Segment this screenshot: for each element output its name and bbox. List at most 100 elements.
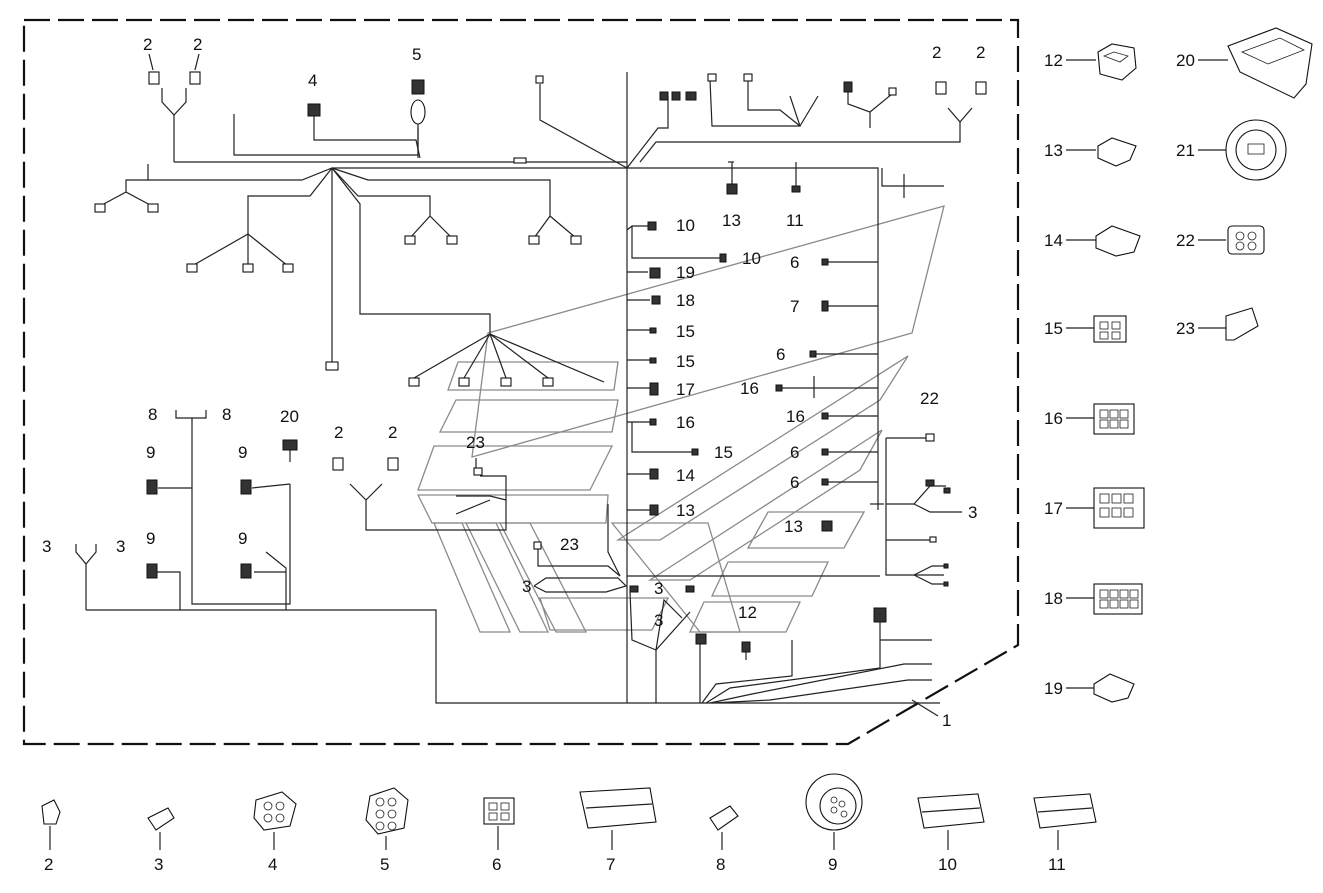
callout-3: 3 <box>522 577 531 596</box>
part-label-12: 12 <box>1044 51 1063 70</box>
harness-boundary <box>22 18 1020 746</box>
callout-3: 3 <box>116 537 125 556</box>
callout-2: 2 <box>143 35 152 54</box>
part-label-8: 8 <box>716 855 725 874</box>
callout-11: 11 <box>786 211 804 230</box>
callout-16: 16 <box>676 413 695 432</box>
connector-2 <box>148 71 160 85</box>
part-label-23: 23 <box>1176 319 1195 338</box>
connector-2 <box>935 81 947 95</box>
callout-6: 6 <box>790 443 799 462</box>
part-9-connector <box>805 773 863 831</box>
part-label-17: 17 <box>1044 499 1063 518</box>
part-label-13: 13 <box>1044 141 1063 160</box>
part-5-connector <box>365 787 409 835</box>
callout-10: 10 <box>676 216 695 235</box>
callout-9: 9 <box>146 529 155 548</box>
callout-3: 3 <box>42 537 51 556</box>
part-18-connector <box>1093 583 1143 615</box>
part-8-connector <box>709 805 739 831</box>
part-21-connector <box>1225 119 1287 181</box>
harness-wiring <box>75 72 973 704</box>
part-7-connector <box>579 787 657 829</box>
part-15-connector <box>1093 315 1127 343</box>
callout-9: 9 <box>146 443 155 462</box>
part-label-7: 7 <box>606 855 615 874</box>
callout-7: 7 <box>790 297 799 316</box>
part-label-18: 18 <box>1044 589 1063 608</box>
part-label-20: 20 <box>1176 51 1195 70</box>
callout-9: 9 <box>238 443 247 462</box>
callout-13: 13 <box>722 211 741 230</box>
part-label-6: 6 <box>492 855 501 874</box>
callout-6: 6 <box>790 253 799 272</box>
callout-10: 10 <box>742 249 761 268</box>
part-12-connector <box>1097 43 1137 81</box>
part-14-connector <box>1095 225 1141 257</box>
callout-16: 16 <box>740 379 759 398</box>
harness-number: 1 <box>942 711 951 730</box>
callout-19: 19 <box>676 263 695 282</box>
callout-17: 17 <box>676 380 695 399</box>
connector-5 <box>411 79 425 95</box>
part-2-connector <box>41 799 61 825</box>
part-label-14: 14 <box>1044 231 1063 250</box>
callout-15: 15 <box>676 352 695 371</box>
part-label-11: 11 <box>1048 855 1066 874</box>
callout-16: 16 <box>786 407 805 426</box>
connector-2 <box>975 81 987 95</box>
right-parts-legend: 12 20 13 21 14 22 <box>1044 27 1313 703</box>
part-10-connector <box>917 793 985 829</box>
callout-13: 13 <box>784 517 803 536</box>
callout-2: 2 <box>388 423 397 442</box>
callout-13: 13 <box>676 501 695 520</box>
callout-12: 12 <box>738 603 757 622</box>
callout-2: 2 <box>976 43 985 62</box>
part-label-15: 15 <box>1044 319 1063 338</box>
callout-2: 2 <box>334 423 343 442</box>
callout-23: 23 <box>466 433 485 452</box>
part-label-19: 19 <box>1044 679 1063 698</box>
part-label-22: 22 <box>1176 231 1195 250</box>
part-label-4: 4 <box>268 855 277 874</box>
callout-18: 18 <box>676 291 695 310</box>
callout-2: 2 <box>193 35 202 54</box>
part-6-connector <box>483 797 515 825</box>
part-20-connector <box>1227 27 1313 99</box>
callout-8: 8 <box>222 405 231 424</box>
callout-4: 4 <box>308 71 317 90</box>
harness-connectors <box>94 71 987 653</box>
callout-3: 3 <box>654 611 663 630</box>
connector-2 <box>332 457 344 471</box>
connector-4 <box>307 103 321 117</box>
callout-6: 6 <box>790 473 799 492</box>
part-3-connector <box>147 807 175 831</box>
callout-14: 14 <box>676 466 695 485</box>
part-22-connector <box>1227 225 1265 255</box>
callout-15: 15 <box>714 443 733 462</box>
part-11-connector <box>1033 793 1097 829</box>
callout-labels: 2 2 4 5 2 2 13 11 10 10 19 18 15 15 17 1… <box>42 35 985 630</box>
watermark-logo <box>416 205 945 633</box>
callout-3: 3 <box>654 579 663 598</box>
part-13-connector <box>1097 137 1137 167</box>
part-label-10: 10 <box>938 855 957 874</box>
part-19-connector <box>1093 673 1135 703</box>
callout-15: 15 <box>676 322 695 341</box>
connector-2 <box>387 457 399 471</box>
part-4-connector <box>253 791 297 831</box>
part-label-21: 21 <box>1176 141 1195 160</box>
part-label-2: 2 <box>44 855 53 874</box>
part-label-3: 3 <box>154 855 163 874</box>
callout-23: 23 <box>560 535 579 554</box>
callout-2: 2 <box>932 43 941 62</box>
connector-2 <box>189 71 201 85</box>
bottom-parts-legend: 2 3 4 5 <box>41 773 1097 874</box>
callout-3: 3 <box>968 503 977 522</box>
callout-6: 6 <box>776 345 785 364</box>
callout-5: 5 <box>412 45 421 64</box>
part-label-5: 5 <box>380 855 389 874</box>
callout-9: 9 <box>238 529 247 548</box>
callout-22: 22 <box>920 389 939 408</box>
